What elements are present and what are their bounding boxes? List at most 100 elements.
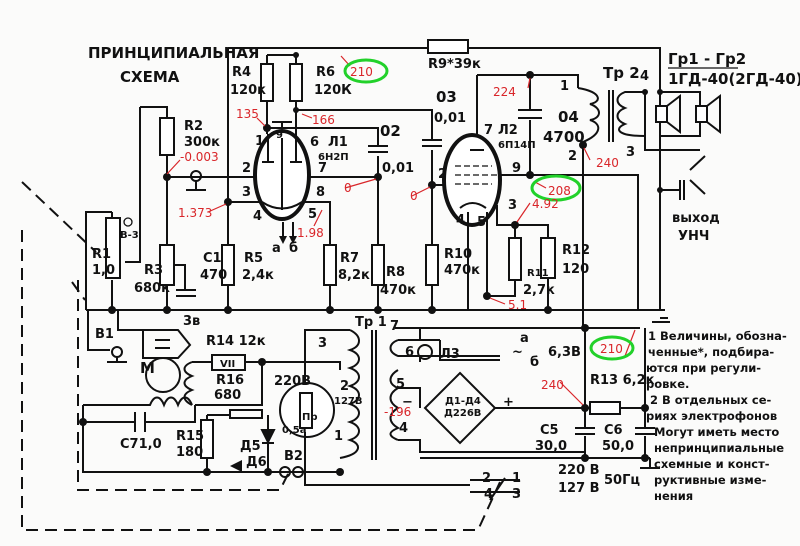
title-line1: ПРИНЦИПИАЛЬНАЯ [88, 44, 259, 62]
l1-pin-3: 3 [242, 185, 251, 200]
resistor-r6 [289, 63, 303, 102]
diode-bridge [423, 371, 497, 445]
voltage-224: 224 [493, 85, 516, 99]
voltage-135: 135 [236, 107, 259, 121]
highlight-210-bus [589, 335, 635, 361]
tr2-pin-2: 2 [568, 149, 577, 164]
lamp-l3 [417, 344, 433, 360]
r10-name: R10 [444, 247, 472, 262]
r2-value: 300к [184, 135, 220, 150]
l1-pin-7: 7 [318, 161, 327, 176]
c4-value: 4700 [543, 128, 585, 146]
r2-name: R2 [184, 119, 203, 134]
switch-pin-2: 2 [482, 471, 491, 486]
tr2-name: Тр 2 [603, 64, 640, 82]
note-line: ровке. [646, 377, 689, 391]
tr1-tap-127: 127В [334, 396, 363, 407]
note-line: руктивные изме- [654, 473, 767, 487]
bridge-plus: + [503, 395, 514, 410]
resistor-r4 [260, 63, 274, 102]
capacitor-c4 [518, 109, 542, 119]
motor-m [145, 357, 181, 393]
tube-l2 [432, 74, 639, 310]
r16-value: 680 [214, 388, 241, 403]
tr2-pin-4: 4 [640, 69, 649, 84]
note-line: нения [654, 489, 693, 503]
r15-name: R15 [176, 429, 204, 444]
c5-value: 30,0 [535, 439, 567, 454]
capacitor-c7 [134, 412, 146, 432]
fuse-value: 0,5а [282, 425, 306, 436]
tr1-pin-1: 1 [334, 429, 343, 444]
tr1-pin-2: 2 [340, 379, 349, 394]
diode-d6: Д6 [246, 455, 267, 470]
fuse-pr [299, 392, 313, 429]
filament-voltage: 6,3В [548, 345, 581, 360]
l1-pin-1: 1 [255, 134, 264, 149]
l1-pin-2: 2 [242, 161, 251, 176]
c4-name: 04 [558, 108, 579, 126]
b3-label: В-3 [120, 230, 139, 241]
l1-pin-8: 8 [316, 185, 325, 200]
resistor-r2 [159, 117, 175, 156]
b3-terminal-icon [123, 217, 133, 227]
voltage-0-l2: 0 [410, 189, 418, 203]
r16-name: R16 [216, 373, 244, 388]
tr2-pin-1: 1 [560, 79, 569, 94]
r3-value: 680к [134, 281, 170, 296]
l2-pin-4: 4 [456, 213, 465, 228]
tr1-pin-7: 7 [390, 319, 399, 334]
resistor-r9 [427, 39, 469, 54]
junction-dots [79, 52, 663, 476]
r8-value: 470к [380, 283, 416, 298]
tube-l1 [253, 121, 311, 221]
motor-label: М [140, 359, 155, 377]
resistor-r13 [589, 401, 621, 415]
filament-a: а [520, 331, 529, 346]
r3-name: R3 [144, 263, 163, 278]
l2-pin-5: 5 [477, 215, 486, 230]
l2-pin-9: 9 [512, 161, 521, 176]
mains-127: 127 В [558, 481, 600, 496]
r7-value: 8,2к [338, 268, 370, 283]
tr1-name: Тр 1 [355, 315, 387, 330]
voltage-198: 1.98 [297, 226, 324, 240]
note-line: 2 В отдельных се- [650, 393, 772, 407]
speakers-type: 1ГД-40(2ГД-40) [668, 70, 800, 88]
note-line: 1 Величины, обозна- [648, 329, 787, 343]
voltage-minus-196: -196 [384, 405, 411, 419]
c6-name: C6 [604, 423, 623, 438]
l2-pin-3: 3 [508, 198, 517, 213]
l2-pin-7: 7 [484, 123, 493, 138]
output-line2: УНЧ [678, 229, 709, 244]
turntable-enclosure-dashed [21, 181, 501, 531]
bridge-name: Д1-Д4 [445, 396, 481, 407]
highlight-208 [530, 174, 582, 202]
highlight-210-anode [343, 58, 389, 84]
r5-value: 2,4к [242, 268, 274, 283]
speakers-name: Гр1 - Гр2 [668, 50, 746, 68]
c3-name: 03 [436, 88, 457, 106]
tr1-pin-3: 3 [318, 336, 327, 351]
r7-name: R7 [340, 251, 359, 266]
c1-value: 470 [200, 268, 227, 283]
voltage-240-psu: 240 [541, 378, 564, 392]
l2-pin-2: 2 [438, 167, 447, 182]
l2-name: Л2 [498, 123, 518, 138]
l2-type: 6П14П [498, 140, 536, 151]
note-line: непринципиальные [654, 441, 784, 455]
switch-pin-4: 4 [484, 487, 493, 502]
note-line: схемные и конст- [654, 457, 770, 471]
r11-name: R11 [527, 268, 549, 279]
fuse-name: Пр [302, 412, 318, 423]
switch-b2: В2 [284, 449, 303, 464]
mains-freq: 50Гц [604, 473, 640, 488]
c5-name: C5 [540, 423, 559, 438]
l1-pin-6: 6 [310, 135, 319, 150]
voltage-minus-0003: -0.003 [180, 150, 219, 164]
capacitor-c2 [368, 145, 388, 153]
diode-d5: Д5 [240, 439, 261, 454]
tr1-pin-4: 4 [399, 421, 408, 436]
r10-value: 470к [444, 263, 480, 278]
